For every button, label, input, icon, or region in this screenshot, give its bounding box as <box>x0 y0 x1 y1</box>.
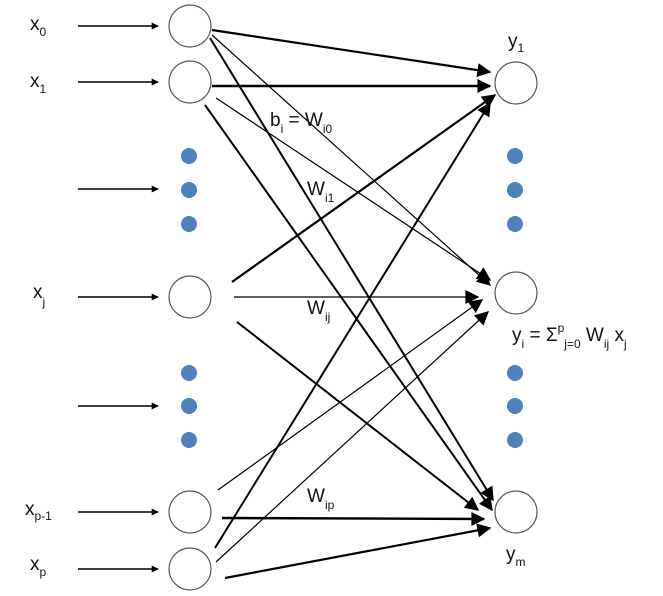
input-node-x1 <box>168 60 212 104</box>
ellipsis-dot <box>181 365 197 381</box>
weight-edge <box>204 104 493 512</box>
weight-edge <box>217 299 484 491</box>
ellipsis-dot <box>181 148 197 164</box>
weight-label-wip: Wip <box>307 486 335 512</box>
ellipsis-dot <box>507 432 523 448</box>
weight-edge <box>221 511 486 526</box>
weight-edge <box>214 101 491 549</box>
input-label-xp-1: xp-1 <box>25 499 52 523</box>
weight-edge <box>231 94 497 283</box>
ellipsis-dot <box>507 398 523 414</box>
output-formula: yi = Σp j=0 Wij xj <box>512 321 627 351</box>
input-label-xj: xj <box>33 282 45 309</box>
weight-edge <box>236 321 480 511</box>
label-part: W <box>307 486 325 507</box>
label-part: i <box>281 122 284 136</box>
bias-weight-label: bi = Wi0 <box>270 110 333 136</box>
label-part: y <box>512 325 522 346</box>
ellipsis-dot <box>181 182 197 198</box>
label-part: b <box>270 110 281 131</box>
ellipsis-dot <box>181 216 197 232</box>
input-node-x0 <box>168 4 212 48</box>
weight-edge <box>215 97 492 281</box>
nodes <box>168 4 538 591</box>
label-part: W <box>307 298 325 319</box>
ellipsis-dot <box>181 398 197 414</box>
output-label-y1: y1 <box>508 31 525 55</box>
label-part: x <box>609 325 624 346</box>
weight-connections <box>204 28 497 580</box>
output-label-ym: ym <box>506 544 526 569</box>
ellipsis-dot <box>507 216 523 232</box>
weight-edge <box>211 34 492 286</box>
input-label-xp: xp <box>30 554 47 579</box>
label-part: i0 <box>323 122 333 136</box>
label-part: W <box>307 179 325 200</box>
label-part: ij <box>325 310 330 324</box>
input-label-x0: x0 <box>30 14 47 39</box>
label-part: p <box>558 321 565 335</box>
ellipsis-dot <box>507 182 523 198</box>
input-node-xj <box>168 275 212 319</box>
weight-label-wi1: Wi1 <box>307 179 335 205</box>
label-part: = <box>283 110 305 131</box>
input-node-xp <box>168 547 212 591</box>
weight-edge <box>211 28 492 78</box>
weight-edge <box>215 311 490 563</box>
label-part: ij <box>604 337 609 351</box>
input-arrows <box>78 22 159 573</box>
label-part: i1 <box>325 191 335 205</box>
label-part: i <box>522 337 525 351</box>
ellipsis-dot <box>181 432 197 448</box>
input-node-xp-1 <box>168 490 212 534</box>
label-part: j=0 <box>563 337 581 351</box>
label-part: W <box>305 110 323 131</box>
ellipsis-dots <box>181 148 523 448</box>
label-part: j <box>623 337 627 351</box>
output-node-y1 <box>494 61 538 105</box>
output-node-yi <box>494 271 538 315</box>
ellipsis-dot <box>507 148 523 164</box>
ellipsis-dot <box>507 365 523 381</box>
output-node-ym <box>494 490 538 534</box>
weight-edge <box>209 37 494 502</box>
weight-label-wij: Wij <box>307 298 330 324</box>
input-label-x1: x1 <box>30 71 47 96</box>
label-part: ip <box>325 498 335 512</box>
weight-edge <box>224 523 492 580</box>
label-part: W <box>581 325 604 346</box>
label-part: = Σ <box>524 325 557 346</box>
